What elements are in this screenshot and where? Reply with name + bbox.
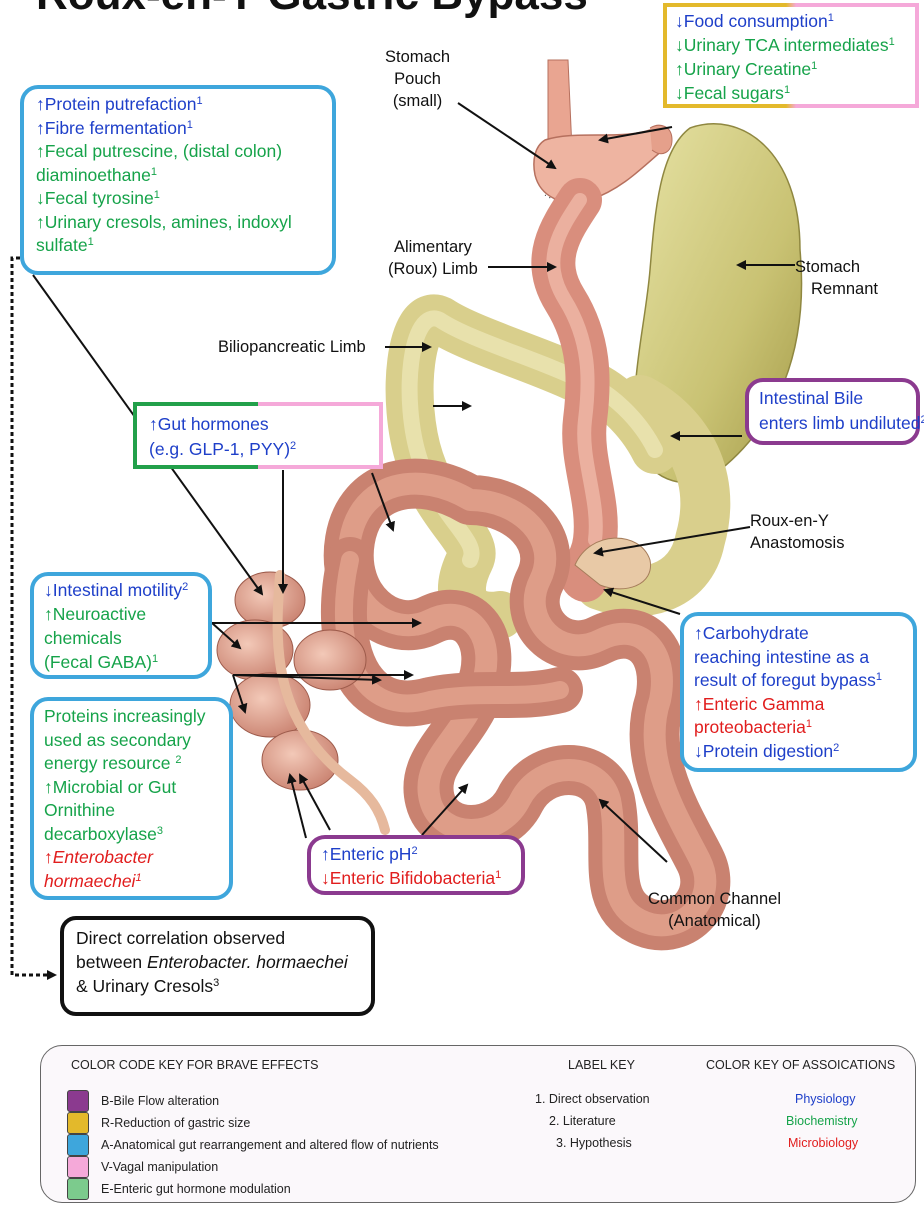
- box-line: result of foregut bypass1: [694, 669, 903, 693]
- protein-putrefaction-box: ↑Protein putrefaction1↑Fibre fermentatio…: [20, 85, 336, 275]
- assoc-microbiology: Microbiology: [788, 1136, 858, 1150]
- key-row-gastric-size: R-Reduction of gastric size: [67, 1112, 250, 1134]
- enteric-ph-box: ↑Enteric pH2↓Enteric Bifidobacteria1: [307, 835, 525, 895]
- box-line: chemicals: [44, 626, 198, 650]
- box-line: ↓Urinary TCA intermediates1: [675, 33, 907, 57]
- common-channel-label: Common Channel (Anatomical): [648, 888, 781, 932]
- carbohydrate-box: ↑Carbohydrate reaching intestine as a re…: [680, 612, 917, 772]
- food-consumption-box: ↓Food consumption1↓Urinary TCA intermedi…: [663, 3, 919, 108]
- box-line: (e.g. GLP-1, PYY)2: [149, 437, 367, 462]
- box-line: (Fecal GABA)1: [44, 650, 198, 674]
- label-key-2: 2. Literature: [549, 1114, 616, 1128]
- box-line: Direct correlation observed: [76, 926, 359, 950]
- box-line: Intestinal Bile: [759, 386, 906, 411]
- box-line: proteobacteria1: [694, 716, 903, 740]
- box-line: ↑Protein putrefaction1: [36, 93, 320, 117]
- box-line: ↑Fibre fermentation1: [36, 117, 320, 141]
- box-line: ↑Microbial or Gut: [44, 776, 219, 800]
- color-code-key-title: COLOR CODE KEY FOR BRAVE EFFECTS: [71, 1058, 319, 1072]
- label-key-1: 1. Direct observation: [535, 1092, 650, 1106]
- box-line: ↑Enteric pH2: [321, 842, 511, 866]
- stomach-pouch-label: Stomach Pouch (small): [385, 46, 450, 112]
- alimentary-limb-label: Alimentary (Roux) Limb: [388, 236, 478, 280]
- box-line: ↑Enteric Gamma: [694, 693, 903, 717]
- label-key-3: 3. Hypothesis: [556, 1136, 632, 1150]
- box-line: ↓Fecal sugars1: [675, 81, 907, 105]
- gastric-size-swatch: [67, 1112, 89, 1134]
- box-line: Ornithine: [44, 799, 219, 823]
- box-line: energy resource 2: [44, 752, 219, 776]
- box-line: hormaechei1: [44, 870, 219, 894]
- box-line: ↑Carbohydrate: [694, 622, 903, 646]
- key-row-vagal: V-Vagal manipulation: [67, 1156, 218, 1178]
- intestinal-motility-box: ↓Intestinal motility2↑Neuroactive chemic…: [30, 572, 212, 679]
- key-row-anatomical: A-Anatomical gut rearrangement and alter…: [67, 1134, 439, 1156]
- key-row-bile: B-Bile Flow alteration: [67, 1090, 219, 1112]
- box-line: ↑Urinary cresols, amines, indoxyl: [36, 211, 320, 235]
- anatomical-swatch: [67, 1134, 89, 1156]
- box-line: between Enterobacter. hormaechei: [76, 950, 359, 974]
- hormone-swatch: [67, 1178, 89, 1200]
- gut-hormones-box: ↑Gut hormones (e.g. GLP-1, PYY)2: [133, 402, 383, 469]
- association-key-title: COLOR KEY OF ASSOICATIONS: [706, 1058, 895, 1072]
- box-line: ↓Fecal tyrosine1: [36, 187, 320, 211]
- box-line: ↓Enteric Bifidobacteria1: [321, 866, 511, 890]
- assoc-biochemistry: Biochemistry: [786, 1114, 858, 1128]
- roux-anastomosis-label: Roux-en-Y Anastomosis: [750, 510, 844, 554]
- key-row-hormone: E-Enteric gut hormone modulation: [67, 1178, 291, 1200]
- box-line: decarboxylase3: [44, 823, 219, 847]
- biliopancreatic-limb-label: Biliopancreatic Limb: [218, 336, 366, 358]
- box-line: reaching intestine as a: [694, 646, 903, 670]
- box-line: ↑Fecal putrescine, (distal colon): [36, 140, 320, 164]
- label-key-title: LABEL KEY: [568, 1058, 635, 1072]
- box-line: & Urinary Cresols3: [76, 974, 359, 998]
- assoc-physiology: Physiology: [795, 1092, 855, 1106]
- box-line: sulfate1: [36, 234, 320, 258]
- box-line: used as secondary: [44, 729, 219, 753]
- stomach-remnant-label: Stomach Remnant: [795, 256, 878, 300]
- box-line: ↓Intestinal motility2: [44, 578, 198, 602]
- box-line: enters limb undiluted2: [759, 411, 906, 436]
- key-panel: COLOR CODE KEY FOR BRAVE EFFECTS LABEL K…: [40, 1045, 916, 1203]
- box-line: diaminoethane1: [36, 164, 320, 188]
- box-line: ↓Protein digestion2: [694, 740, 903, 764]
- vagal-swatch: [67, 1156, 89, 1178]
- box-line: ↑Neuroactive: [44, 602, 198, 626]
- box-line: ↑Gut hormones: [149, 412, 367, 437]
- box-line: ↓Food consumption1: [675, 9, 907, 33]
- box-line: Proteins increasingly: [44, 705, 219, 729]
- bile-swatch: [67, 1090, 89, 1112]
- box-line: ↑Enterobacter: [44, 846, 219, 870]
- box-line: ↑Urinary Creatine1: [675, 57, 907, 81]
